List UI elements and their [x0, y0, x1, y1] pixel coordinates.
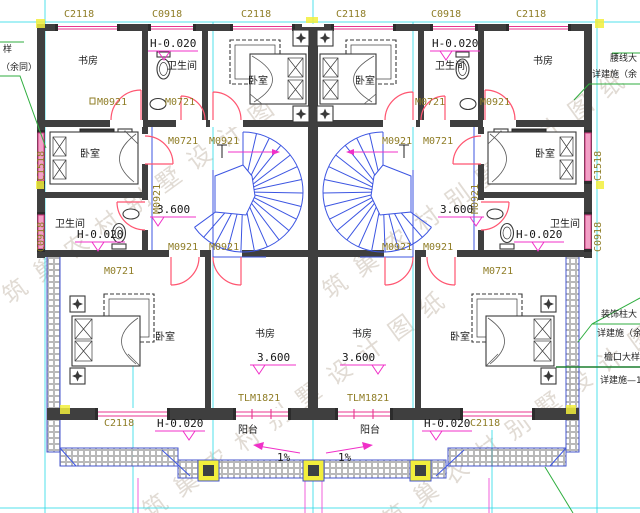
- annotation-text: （余同）: [1, 61, 37, 73]
- elevation-label: H-0.020: [432, 37, 478, 50]
- door-label: TLM1821: [238, 393, 280, 404]
- door-label: M0721: [415, 97, 445, 108]
- elevation-label: H-0.020: [516, 228, 562, 241]
- elevation-label: 3.600: [257, 351, 290, 364]
- door-label: TLM1821: [347, 393, 389, 404]
- door-label: M0921: [97, 97, 127, 108]
- window-c2118: [506, 24, 571, 31]
- annotation-text: 详建施—1: [600, 374, 640, 386]
- window-c0918: [37, 212, 45, 252]
- window-label: C0918: [152, 9, 182, 20]
- room-label-study: 书房: [78, 54, 98, 67]
- balcony-column: [197, 459, 220, 482]
- annotation-text: 装饰柱大: [601, 308, 637, 320]
- window-label: C2118: [336, 9, 366, 20]
- annotation-text: 檐口大样: [604, 351, 640, 363]
- elevation-marks: H-0.020 H-0.020 H-0.020 H-0.020 H-0.020 …: [75, 37, 564, 464]
- room-label-bedroom: 卧室: [450, 330, 470, 343]
- window-label: C2118: [470, 418, 500, 429]
- slope-label: 1%: [338, 451, 352, 464]
- door-label: M0921: [382, 242, 412, 253]
- window-c0918: [430, 24, 478, 31]
- door-label: M0921: [209, 136, 239, 147]
- door-label: M0721: [168, 136, 198, 147]
- door-label: M0721: [483, 266, 513, 277]
- room-label-bedroom: 卧室: [155, 330, 175, 343]
- windows: [37, 24, 592, 420]
- elevation-label: 3.600: [342, 351, 375, 364]
- window-c2118: [230, 24, 295, 31]
- column-highlights: [36, 17, 604, 482]
- elevation-label: H-0.020: [424, 417, 470, 430]
- door-label: M0921: [152, 184, 163, 214]
- component-labels: C2118 C0918 C2118 C2118 C0918 C2118 C151…: [36, 9, 604, 429]
- window-label: C2118: [241, 9, 271, 20]
- room-label-bedroom: 卧室: [80, 147, 100, 160]
- room-label-bedroom: 卧室: [248, 74, 268, 87]
- room-label-study: 书房: [352, 327, 372, 340]
- window-c2118: [55, 24, 120, 31]
- room-label-study: 书房: [255, 327, 275, 340]
- room-label-bath: 卫生间: [550, 217, 580, 230]
- door-label: M0921: [470, 184, 481, 214]
- elevation-label: 3.600: [440, 203, 473, 216]
- door-label: M0921: [168, 242, 198, 253]
- door-label: M0721: [423, 136, 453, 147]
- window-c0918: [584, 212, 592, 252]
- room-label-bath: 卫生间: [55, 217, 85, 230]
- door-label: M0721: [104, 266, 134, 277]
- window-label: C2118: [516, 9, 546, 20]
- annotation-text: 详建施（余: [592, 68, 637, 80]
- detail-annotations: 样 （余同） 腰线大 详建施（余 装饰柱大 详建施（余 檐口大样 详建施—1: [0, 41, 640, 513]
- door-label: M0921: [480, 97, 510, 108]
- sliding-door-tlm1821: [335, 408, 393, 420]
- elevation-label: 3.600: [157, 203, 190, 216]
- slope-label: 1%: [277, 451, 291, 464]
- sliding-door-tlm1821: [233, 408, 291, 420]
- room-label-bedroom: 卧室: [355, 74, 375, 87]
- room-label-balcony: 阳台: [360, 423, 380, 436]
- room-label-bath: 卫生间: [435, 59, 465, 72]
- annotation-text: 腰线大: [610, 52, 637, 64]
- window-label: C2118: [104, 418, 134, 429]
- window-c2118: [460, 408, 535, 420]
- room-label-balcony: 阳台: [238, 423, 258, 436]
- balcony-column: [409, 459, 432, 482]
- window-label: C2118: [64, 9, 94, 20]
- window-label: C0918: [36, 222, 47, 252]
- elevation-label: H-0.020: [150, 37, 196, 50]
- window-label: C1518: [593, 151, 604, 181]
- window-c2118: [331, 24, 396, 31]
- window-label: C0918: [431, 9, 461, 20]
- annotation-text: 详建施（余: [597, 327, 640, 339]
- door-label: M0721: [165, 97, 195, 108]
- room-label-bath: 卫生间: [167, 59, 197, 72]
- elevation-label: H-0.020: [157, 417, 203, 430]
- window-c1518: [584, 130, 592, 184]
- balcony-column: [302, 459, 325, 482]
- window-c2118: [95, 408, 170, 420]
- door-label: M0921: [209, 242, 239, 253]
- room-labels: 书房 书房 卫生间 卫生间 卧室 卧室 卧室 卧室 卫生间 卫生间 卧室 卧室 …: [55, 54, 580, 436]
- elevation-label: H-0.020: [77, 228, 123, 241]
- door-tag-icon: [89, 97, 96, 105]
- annotation-text: 样: [3, 43, 12, 55]
- window-c0918: [148, 24, 196, 31]
- window-label: C1518: [36, 151, 47, 181]
- door-label: M0921: [382, 136, 412, 147]
- window-label: C0918: [593, 222, 604, 252]
- door-label: M0921: [423, 242, 453, 253]
- room-label-study: 书房: [533, 54, 553, 67]
- room-label-bedroom: 卧室: [535, 147, 555, 160]
